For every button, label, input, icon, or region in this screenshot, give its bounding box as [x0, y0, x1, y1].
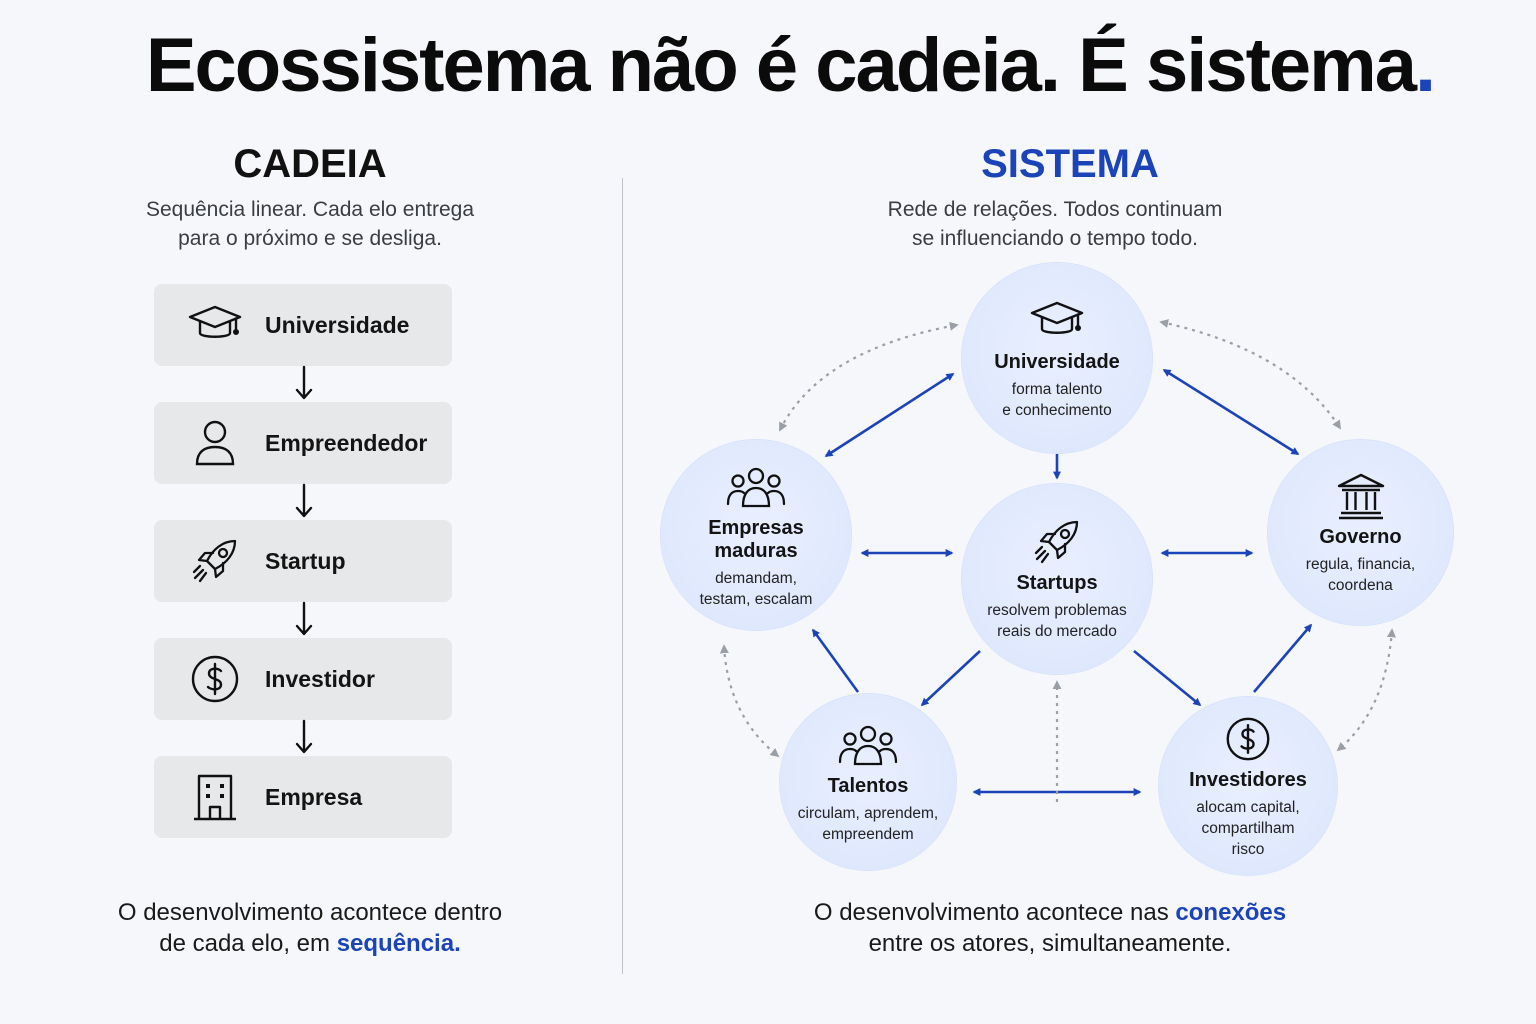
rocket-icon — [1027, 516, 1087, 568]
down-arrow-icon — [295, 719, 313, 754]
rocket-icon — [188, 534, 242, 588]
link-startups-investidores — [1133, 649, 1202, 707]
dotted-link-empresas-talentos — [719, 644, 780, 758]
person-icon — [188, 416, 242, 470]
chain-item-label: Universidade — [265, 311, 410, 338]
node-title: Startups — [1016, 572, 1098, 594]
chain-item-universidade: Universidade — [154, 284, 452, 366]
graduation-cap-icon — [188, 298, 242, 352]
chain-item-label: Empresa — [265, 783, 363, 810]
node-title: Empresas maduras — [708, 516, 804, 562]
people-group-icon — [838, 719, 898, 771]
chain-item-label: Investidor — [265, 665, 375, 692]
node-title: Governo — [1319, 525, 1402, 548]
node-title: Universidade — [994, 351, 1120, 373]
link-investidores-governo — [1253, 623, 1313, 693]
node-investidores: Investidores alocam capital, compartilha… — [1159, 697, 1337, 875]
cadeia-caption-line2: de cada elo, em sequência. — [60, 928, 560, 959]
sistema-caption: O desenvolvimento acontece nas conexões … — [705, 897, 1395, 959]
node-description: circulam, aprendem, empreendem — [797, 805, 939, 843]
chain-item-label: Startup — [265, 547, 346, 574]
node-title: Investidores — [1189, 768, 1307, 791]
node-description: regula, financia, coordena — [1305, 555, 1416, 594]
node-description: forma talento e conhecimento — [1002, 381, 1112, 419]
link-universidade-empresas — [824, 372, 955, 458]
graduation-cap-icon — [1027, 295, 1087, 347]
node-governo: Governo regula, financia, coordena — [1268, 440, 1453, 625]
cadeia-caption-highlight: sequência. — [336, 930, 461, 957]
dotted-link-universidade-governo — [1159, 319, 1341, 430]
chain-item-empreendedor: Empreendedor — [154, 402, 452, 484]
column-divider — [622, 178, 623, 974]
chain-item-startup: Startup — [154, 520, 452, 602]
page-title-text: Ecossistema não é cadeia. É sistema — [145, 23, 1417, 108]
down-arrow-icon — [295, 601, 313, 636]
cadeia-caption-text: de cada elo, em — [159, 930, 337, 957]
dollar-coin-icon — [1218, 713, 1278, 765]
chain-item-label: Empreendedor — [265, 429, 428, 456]
chain-item-investidor: Investidor — [154, 638, 452, 720]
sistema-caption-highlight: conexões — [1175, 899, 1287, 926]
chain-item-empresa: Empresa — [154, 756, 452, 838]
down-arrow-icon — [295, 483, 313, 518]
page-title: Ecossistema não é cadeia. É sistema. — [0, 22, 1536, 109]
node-description: resolvem problemas reais do mercado — [987, 602, 1127, 640]
people-group-icon — [726, 461, 786, 513]
cadeia-subtitle: Sequência linear. Cada elo entrega para … — [145, 198, 475, 250]
dotted-link-governo-investidores — [1336, 628, 1396, 752]
sistema-caption-line1: O desenvolvimento acontece nas — [813, 899, 1176, 926]
cadeia-heading: CADEIA — [233, 142, 387, 186]
cadeia-caption: O desenvolvimento acontece dentro de cad… — [60, 897, 560, 959]
node-description: alocam capital, compartilham risco — [1196, 798, 1300, 858]
dotted-link-empresas-universidade — [779, 321, 959, 432]
building-icon — [188, 770, 242, 824]
node-title: Talentos — [827, 775, 909, 797]
sistema-caption-line2: entre os atores, simultaneamente. — [868, 930, 1232, 957]
government-building-icon — [1331, 470, 1391, 522]
sistema-caption-line1-wrap: O desenvolvimento acontece nas conexões — [705, 897, 1395, 928]
sistema-subtitle: Rede de relações. Todos continuam se inf… — [887, 198, 1223, 250]
cadeia-caption-line1: O desenvolvimento acontece dentro — [117, 899, 503, 926]
down-arrow-icon — [295, 365, 313, 400]
node-talentos: Talentos circulam, aprendem, empreendem — [780, 694, 956, 870]
link-universidade-governo — [1162, 368, 1300, 456]
node-empresas-maduras: Empresas maduras demandam, testam, escal… — [661, 440, 851, 630]
link-talentos-empresas — [811, 628, 860, 693]
dollar-coin-icon — [188, 652, 242, 706]
page-title-dot: . — [1415, 23, 1436, 108]
link-startups-talentos — [920, 650, 981, 707]
node-description: demandam, testam, escalam — [699, 569, 813, 608]
sistema-heading: SISTEMA — [981, 142, 1159, 186]
node-startups: Startups resolvem problemas reais do mer… — [962, 484, 1152, 674]
node-universidade: Universidade forma talento e conheciment… — [962, 263, 1152, 453]
